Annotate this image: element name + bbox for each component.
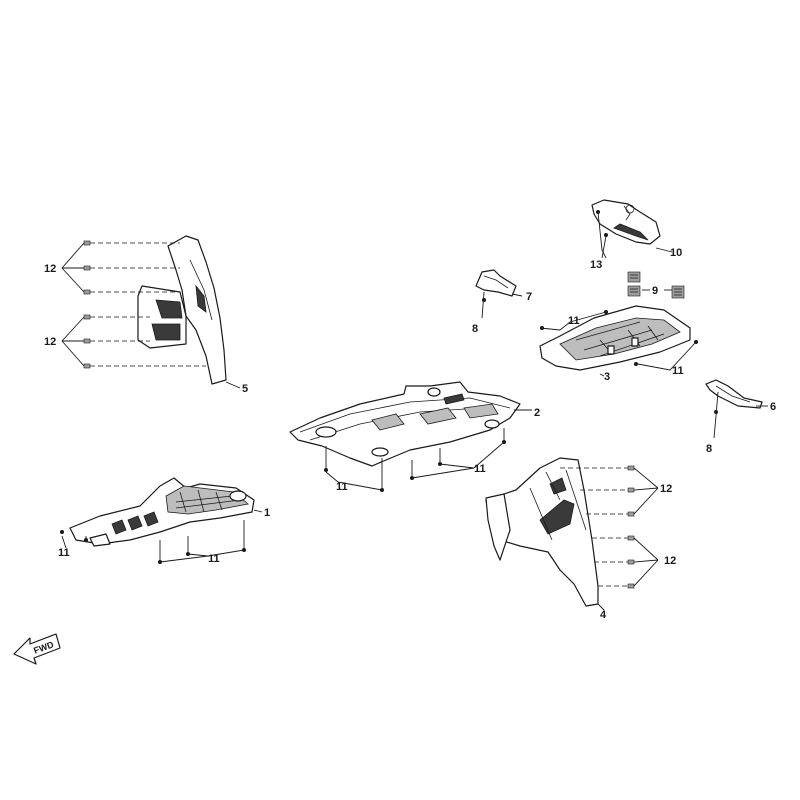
callout-12-left-top: 12 (44, 263, 56, 275)
callout-1: 1 (264, 507, 270, 519)
part-1-front-skid (69, 477, 255, 547)
callout-12-right-top: 12 (660, 483, 672, 495)
callout-11-skid-right: 11 (672, 365, 684, 377)
callout-8-right: 8 (706, 443, 712, 455)
callout-11-front-bottom: 11 (208, 553, 220, 565)
callout-8-left: 8 (472, 323, 478, 335)
part-7-bracket (475, 269, 517, 297)
part-4-side-panel (485, 457, 599, 607)
callout-5: 5 (242, 383, 248, 395)
part-9-clips (627, 271, 685, 299)
part-6-bracket (705, 379, 763, 409)
forward-arrow-icon: FWD (13, 633, 61, 665)
callout-11-front-left: 11 (58, 547, 70, 559)
callout-7: 7 (526, 291, 532, 303)
callout-11-skid-top: 11 (568, 315, 580, 327)
callout-6: 6 (770, 401, 776, 413)
part-3-skid-plate (539, 305, 691, 371)
part-5-side-panel (137, 235, 227, 385)
callout-12-left-bottom: 12 (44, 336, 56, 348)
callout-3: 3 (604, 371, 610, 383)
callout-12-right-bottom: 12 (664, 555, 676, 567)
callout-9: 9 (652, 285, 658, 297)
callout-11-floor-right: 11 (474, 463, 486, 475)
callout-11-floor-left: 11 (336, 481, 348, 493)
callout-2: 2 (534, 407, 540, 419)
callout-13: 13 (590, 259, 602, 271)
part-10-guard (591, 199, 661, 245)
part-2-floor-skid (289, 381, 521, 467)
callout-4: 4 (600, 609, 607, 621)
callout-10: 10 (670, 247, 682, 259)
